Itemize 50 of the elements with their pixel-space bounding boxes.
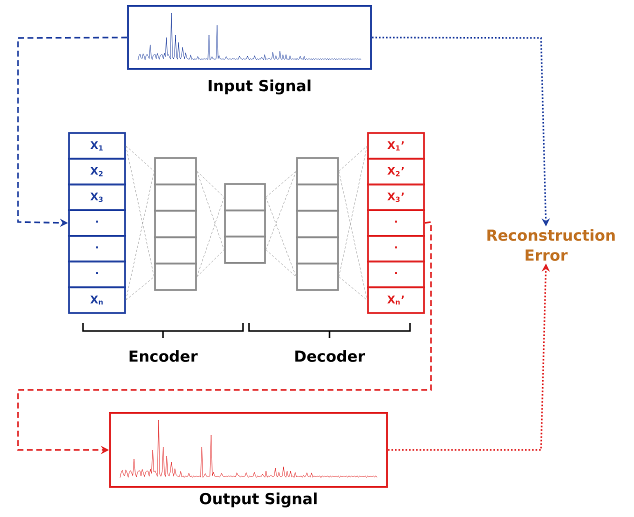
connection-line bbox=[196, 170, 224, 198]
layer-cell: · bbox=[68, 209, 126, 237]
connection-line bbox=[338, 170, 368, 300]
layer-cell bbox=[154, 157, 197, 186]
error-label: Reconstruction Error bbox=[487, 229, 615, 261]
layer-cell: X$_{3}$ bbox=[68, 184, 126, 212]
connection-line bbox=[266, 170, 296, 250]
layer-cell: X$_{n}$’ bbox=[367, 286, 425, 314]
signal-label: Output Signal bbox=[200, 492, 317, 508]
layer-cell bbox=[154, 262, 197, 291]
layer-cell bbox=[296, 236, 339, 264]
layer-cell bbox=[224, 209, 266, 238]
connection-line bbox=[196, 250, 224, 278]
layer-cell bbox=[296, 262, 339, 291]
layer-cell: X$_{n}$ bbox=[68, 286, 126, 314]
layer-cell: X$_{1}$’ bbox=[367, 132, 425, 160]
layer-cell: · bbox=[367, 234, 425, 262]
layer-cell: X$_{1}$ bbox=[68, 132, 126, 160]
signal-box bbox=[109, 412, 388, 488]
connection-line bbox=[196, 196, 224, 278]
connection-line bbox=[266, 170, 296, 198]
connection-line bbox=[338, 276, 368, 300]
connection-line bbox=[266, 196, 296, 278]
layer-cell: X$_{2}$ bbox=[68, 158, 126, 186]
layer-cell: X$_{2}$’ bbox=[367, 158, 425, 186]
signal-box bbox=[127, 5, 372, 70]
layer-cell: · bbox=[68, 260, 126, 288]
layer-cell bbox=[154, 236, 197, 264]
connection-line bbox=[266, 250, 296, 278]
section-label: Encoder bbox=[130, 350, 198, 362]
layer-cell bbox=[296, 210, 339, 238]
layer-cell bbox=[154, 210, 197, 238]
connection-line bbox=[126, 146, 154, 172]
layer-cell: X$_{3}$’ bbox=[367, 184, 425, 212]
connection-line bbox=[338, 146, 368, 172]
layer-cell bbox=[296, 157, 339, 186]
layer-cell bbox=[224, 183, 266, 212]
layer-cell bbox=[296, 184, 339, 212]
connection-line bbox=[126, 170, 154, 300]
section-label: Decoder bbox=[295, 350, 366, 362]
layer-cell bbox=[224, 236, 266, 264]
connection-line bbox=[126, 276, 154, 300]
layer-cell bbox=[154, 184, 197, 212]
connection-line bbox=[338, 146, 368, 278]
layer-cell: · bbox=[68, 234, 126, 262]
connection-line bbox=[126, 146, 154, 278]
layer-cell: · bbox=[367, 209, 425, 237]
signal-label: Input Signal bbox=[208, 80, 310, 94]
connection-line bbox=[196, 170, 224, 250]
layer-cell: · bbox=[367, 260, 425, 288]
